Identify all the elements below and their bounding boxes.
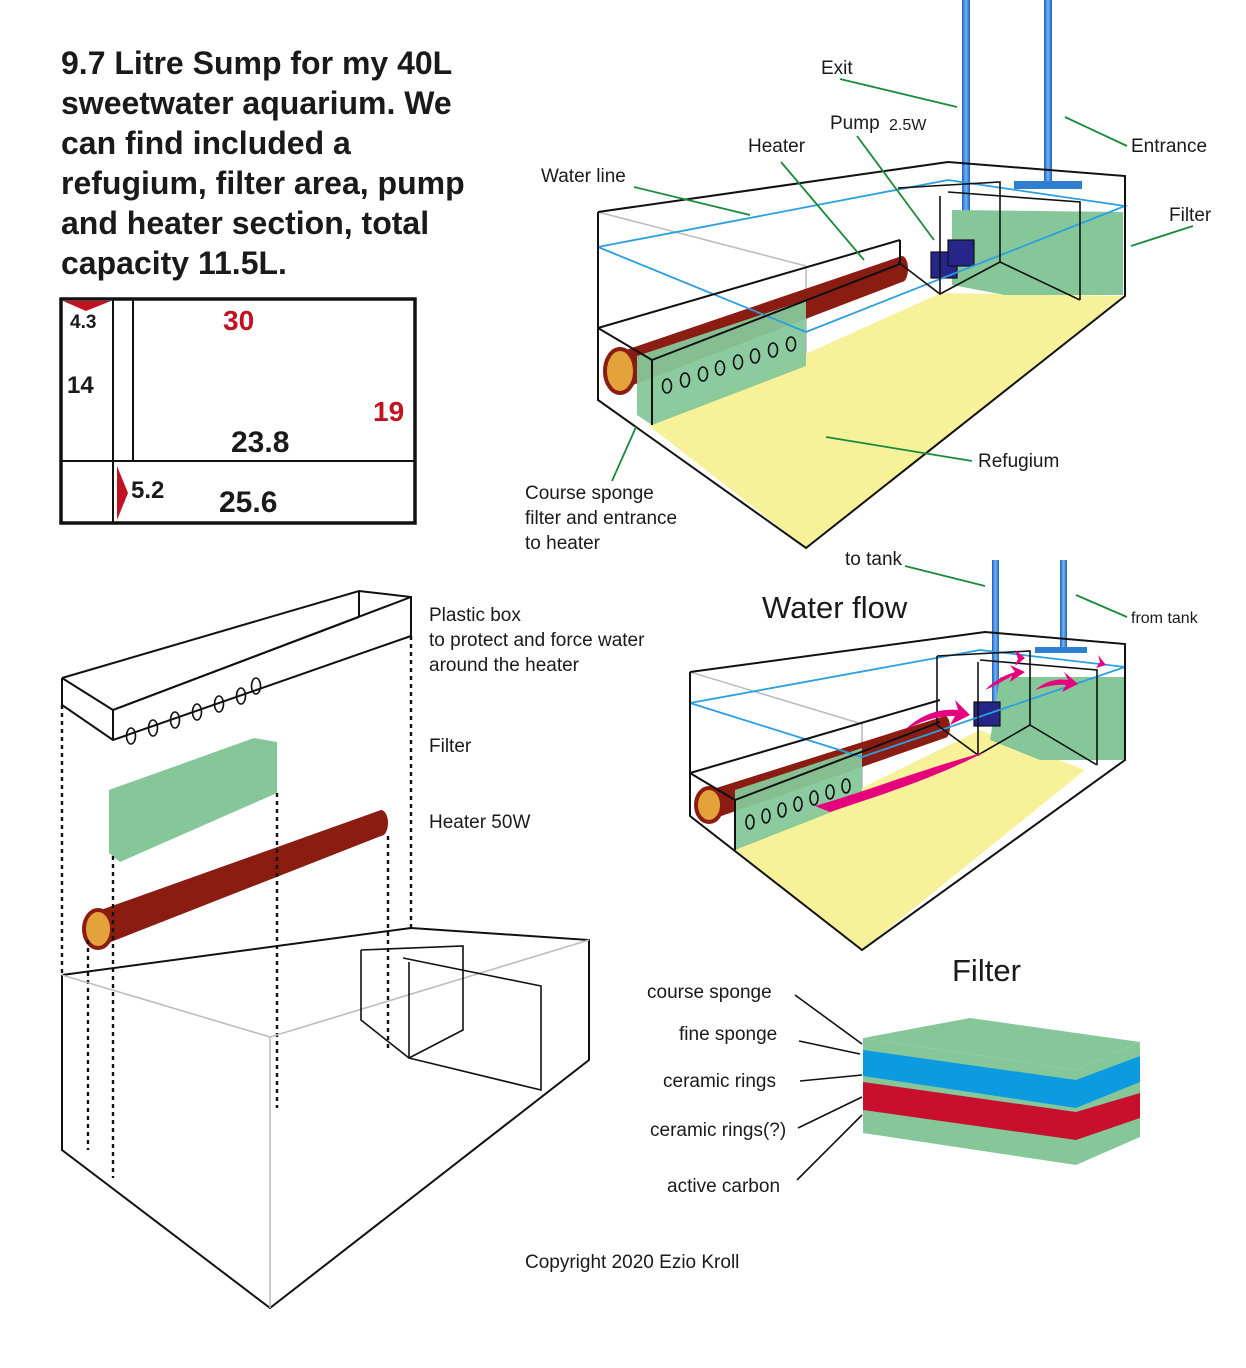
dimension-label: 4.3 [70,312,96,333]
sponge-label: Course sponge [525,483,654,504]
filter-layer-label: active carbon [667,1176,780,1197]
exit-pipe [962,0,970,270]
dimension-label: 25.6 [219,486,277,519]
entrance-spray-bar [1014,181,1082,189]
refugium-area [648,293,1123,548]
dimension-label: 19 [373,396,404,427]
plastic-box-label: around the heater [429,655,580,676]
filter-label: Filter [1169,205,1212,226]
ceramic-rings-layer [863,1082,1076,1140]
filter-detail-title: Filter [952,953,1021,988]
pump-power-label: 2.5W [889,117,927,134]
title-line: refugium, filter area, pump [61,165,465,201]
water-flow-title: Water flow [762,590,908,625]
dimension-arrow-top [63,301,111,311]
exit-label: Exit [821,58,853,79]
exploded-view: Plastic box to protect and force water a… [60,589,645,1310]
water-line-label: Water line [541,166,626,187]
exploded-filter-label: Filter [429,736,472,757]
course-sponge [637,300,806,425]
heater-label: Heater [748,136,806,157]
dimension-label: 5.2 [131,477,164,504]
to-tank-label: to tank [845,549,903,570]
fine-sponge-layer [863,1050,1140,1108]
filter-layer-label: ceramic rings(?) [650,1120,786,1141]
sponge-label: to heater [525,533,601,554]
water-flow-diagram: to tank from tank Water flow [689,549,1199,952]
sponge-holes [661,336,797,394]
title-line: and heater section, total [61,205,429,241]
flow-arrows [815,650,1106,812]
sponge-label: filter and entrance [525,508,677,529]
filter-layer-label: fine sponge [679,1024,777,1045]
filter-layer-label: ceramic rings [663,1071,776,1092]
dimension-arrow-side [117,466,128,520]
heater-end-cap [603,347,637,395]
title-line: sweetwater aquarium. We [61,85,452,121]
refugium-label: Refugium [978,451,1059,472]
title-line: can find included a [61,125,351,161]
exploded-filter [109,738,277,862]
page-title: 9.7 Litre Sump for my 40L sweetwater aqu… [61,45,465,281]
pump-label: Pump [830,113,880,134]
main-sump-diagram: Exit Pump 2.5W Heater Entrance Water lin… [525,0,1212,554]
filter-detail: Filter course sponge fine sponge ceramic… [647,953,1140,1197]
plastic-box-label: to protect and force water [429,630,645,651]
plastic-box-label: Plastic box [429,605,521,626]
title-line: capacity 11.5L. [61,245,287,281]
copyright-text: Copyright 2020 Ezio Kroll [525,1252,739,1273]
title-line: 9.7 Litre Sump for my 40L [61,45,452,81]
filter-layer-label: course sponge [647,982,772,1003]
filter-media [952,210,1123,295]
exploded-heater [98,810,388,947]
dimension-label: 30 [223,305,254,336]
dimension-label: 23.8 [231,426,289,459]
exploded-heater-label: Heater 50W [429,812,530,833]
entrance-label: Entrance [1131,136,1207,157]
dimension-label: 14 [67,372,94,399]
from-tank-label: from tank [1131,610,1199,627]
top-view-plan: 4.3 30 14 19 23.8 5.2 25.6 [59,297,417,525]
entrance-pipe [1044,0,1052,186]
box-holes [125,677,262,745]
